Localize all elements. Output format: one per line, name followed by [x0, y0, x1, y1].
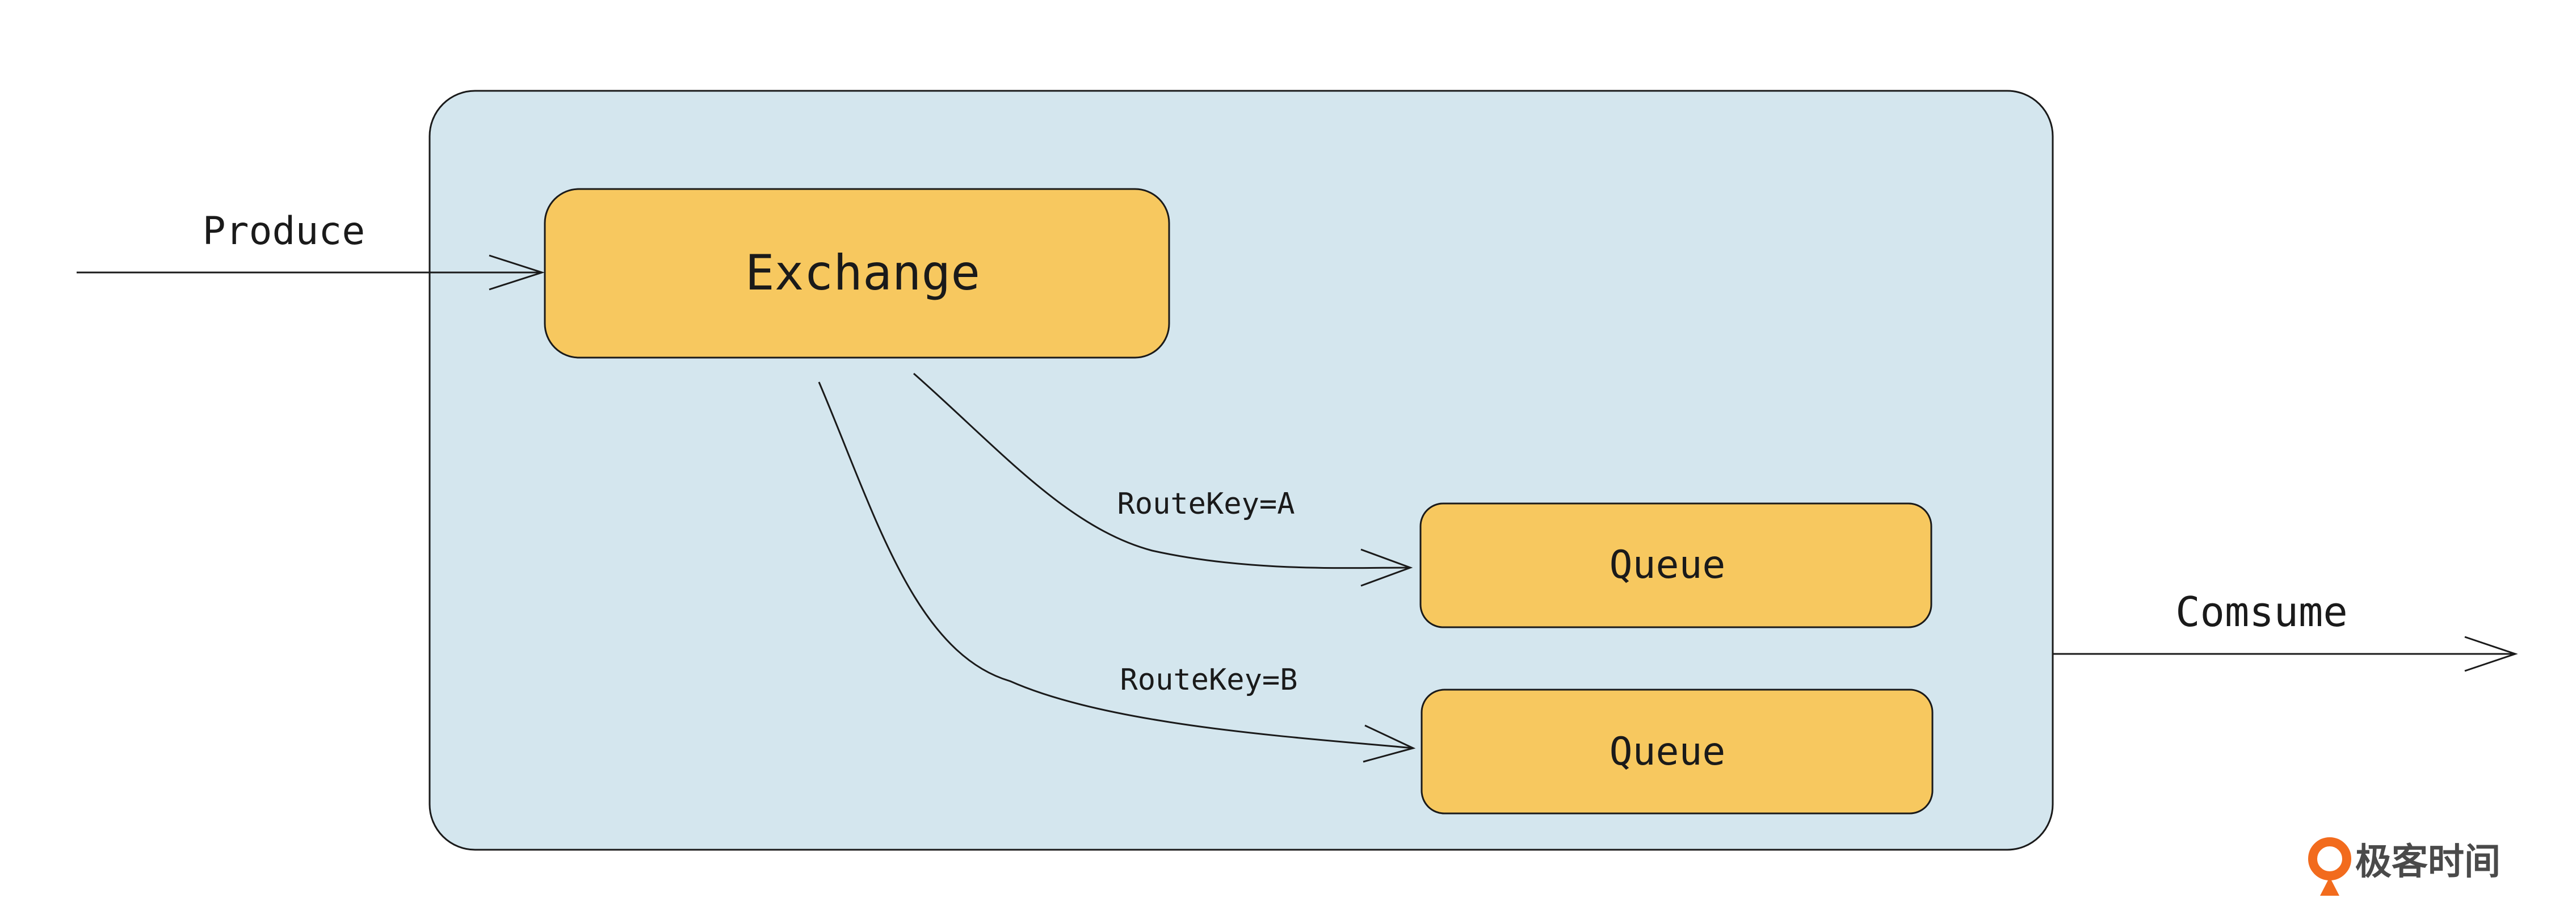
geektime-logo-text: 极客时间	[2355, 841, 2501, 883]
queue-b-label: Queue	[1610, 729, 1726, 774]
exchange-label: Exchange	[745, 245, 980, 301]
route-b-label: RouteKey=B	[1120, 663, 1297, 697]
consume-arrow	[2053, 636, 2518, 672]
consume-label: Comsume	[2175, 588, 2347, 636]
geektime-logo-icon	[2308, 837, 2351, 896]
exchange-node	[544, 188, 1170, 359]
queue-a-label: Queue	[1610, 543, 1726, 588]
queue-a-node	[1419, 502, 1932, 628]
queue-b-node	[1421, 689, 1934, 815]
route-a-arrow	[913, 372, 1413, 587]
route-b-arrow	[818, 381, 1416, 763]
geektime-logo: 极客时间	[2308, 837, 2501, 896]
route-a-label: RouteKey=A	[1117, 487, 1295, 521]
produce-label: Produce	[203, 209, 365, 254]
produce-arrow	[77, 254, 545, 291]
